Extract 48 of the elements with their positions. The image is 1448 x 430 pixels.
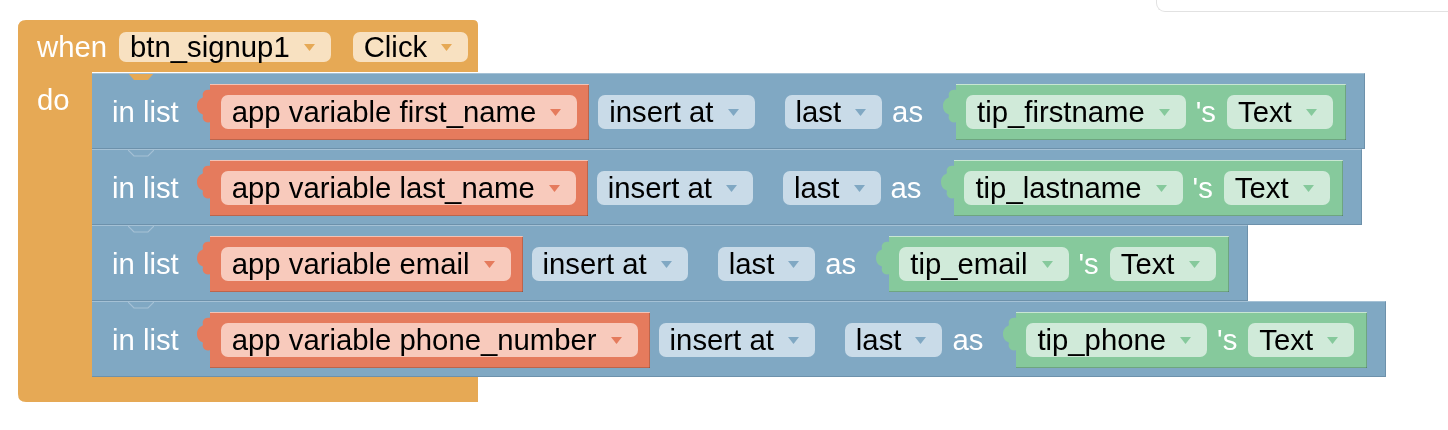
keyword-label: as (825, 247, 857, 281)
keyword-label: in list (112, 95, 179, 129)
dropdown-field: last (784, 95, 883, 129)
keyword-label: in list (112, 247, 179, 281)
keyword-label: when (37, 30, 108, 64)
property-block (943, 84, 1346, 140)
variable-block (196, 160, 588, 216)
property-block (941, 160, 1343, 216)
keyword-label: as (952, 323, 984, 357)
dropdown-field: app variable last_name (220, 171, 576, 205)
statement-block (92, 301, 1387, 377)
dropdown-field: tip_lastname (964, 171, 1183, 205)
dropdown-field: btn_signup1 (119, 32, 331, 62)
dropdown-field: Click (352, 32, 469, 62)
keyword-label: as (890, 171, 922, 205)
dropdown-field: tip_firstname (966, 95, 1186, 129)
keyword-label: 's (1195, 95, 1216, 129)
dropdown-field: tip_phone (1026, 323, 1208, 357)
keyword-label: in list (112, 323, 179, 357)
property-block (1003, 312, 1368, 368)
keyword-label: 's (1217, 323, 1238, 357)
dropdown-field: insert at (531, 247, 688, 281)
dropdown-field: app variable email (220, 247, 511, 281)
variable-block (196, 236, 523, 292)
dropdown-field: insert at (658, 323, 815, 357)
dropdown-field: Text (1227, 95, 1333, 129)
variable-block (196, 84, 590, 140)
statement-block (92, 149, 1362, 225)
dropdown-field: app variable first_name (220, 95, 578, 129)
keyword-label: in list (112, 171, 179, 205)
keyword-label: as (892, 95, 924, 129)
dropdown-field: insert at (598, 95, 755, 129)
statement-block (92, 73, 1365, 149)
dropdown-field: last (844, 323, 943, 357)
dropdown-field: Text (1109, 247, 1216, 281)
dropdown-field: tip_email (899, 247, 1069, 281)
keyword-label: 's (1078, 247, 1099, 281)
dropdown-field: last (782, 171, 881, 205)
variable-block (196, 312, 650, 368)
dropdown-field: app variable phone_number (220, 323, 638, 357)
dropdown-field: insert at (596, 171, 753, 205)
keyword-label: do (37, 83, 70, 117)
dropdown-field: Text (1223, 171, 1330, 205)
dropdown-field: Text (1248, 323, 1355, 357)
dropdown-field: last (717, 247, 816, 281)
statement-block (92, 225, 1248, 301)
property-block (876, 236, 1229, 292)
keyword-label: 's (1192, 171, 1213, 205)
